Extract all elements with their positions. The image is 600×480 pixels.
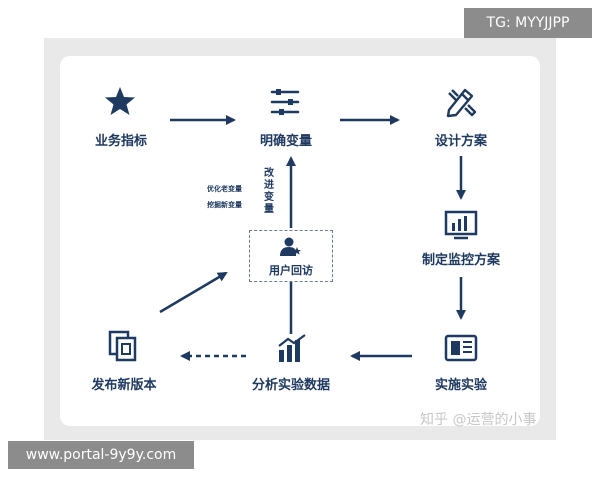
pencil-ruler-icon (446, 88, 477, 118)
star-icon (105, 87, 135, 115)
user-star-icon (280, 237, 301, 256)
node-analyze-data: 分析实验数据 (251, 378, 331, 393)
newspaper-icon (444, 334, 478, 362)
node-user-feedback: 用户回访 (269, 264, 313, 277)
user-feedback-box: 用户回访 (249, 230, 333, 282)
monitor-chart-icon (444, 210, 478, 240)
zhihu-watermark: 知乎 @运营的小事 (420, 412, 537, 428)
portal-overlay: www.portal-9y9y.com (8, 441, 194, 469)
node-define-variables: 明确变量 (259, 134, 313, 149)
copy-document-icon (108, 330, 137, 362)
annotation-optimize-old: 优化老变量 (207, 185, 242, 193)
node-monitoring-plan: 制定监控方案 (421, 253, 501, 268)
annotation-improve-variables: 改进变量 (264, 168, 274, 215)
sliders-icon (270, 89, 300, 115)
node-run-experiment: 实施实验 (434, 378, 488, 393)
node-design-plan: 设计方案 (434, 134, 488, 149)
node-business-metrics: 业务指标 (94, 134, 148, 149)
node-release-version: 发布新版本 (91, 378, 157, 393)
annotation-mine-new: 挖掘新变量 (207, 201, 242, 209)
bar-chart-icon (278, 334, 306, 362)
tg-overlay: TG: MYYJJPP (464, 8, 592, 38)
arrow-release-to-variables (159, 271, 228, 314)
